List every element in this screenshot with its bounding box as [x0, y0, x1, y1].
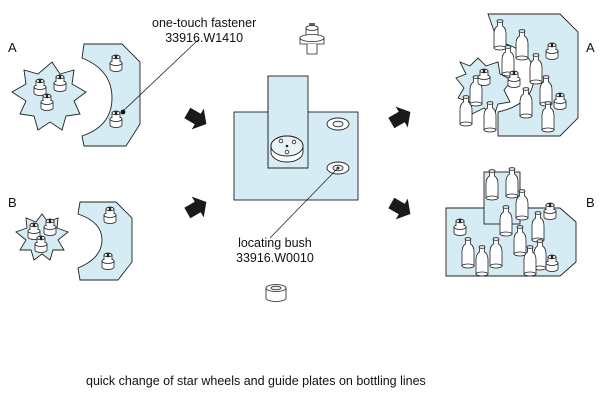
fastener-leader-line — [121, 39, 199, 113]
bush-leader-line — [269, 167, 339, 239]
assembly-a — [455, 13, 579, 137]
locating-bush-icon — [265, 284, 287, 302]
fastener-part-number: 33916.W1410 — [165, 31, 244, 45]
fastener-name: one-touch fastener — [152, 16, 257, 30]
one-touch-fastener-icon — [299, 23, 325, 55]
figure-caption: quick change of star wheels and guide pl… — [86, 374, 426, 388]
arrow-icon — [181, 102, 213, 135]
bush-name: locating bush — [238, 236, 312, 250]
star-wheel-b — [15, 213, 69, 261]
mounting-detail — [233, 75, 359, 201]
fastener-callout: one-touch fastener 33916.W1410 — [152, 16, 256, 46]
guide-plate-a — [81, 43, 141, 147]
row-a-label-right: A — [586, 40, 595, 55]
guide-plate-b — [77, 201, 133, 281]
bush-part-number: 33916.W0010 — [236, 251, 314, 265]
arrow-icon — [385, 192, 417, 225]
row-b-label-right: B — [586, 195, 595, 210]
bush-callout: locating bush 33916.W0010 — [236, 236, 314, 266]
arrow-icon — [385, 101, 417, 134]
assembly-b — [445, 167, 577, 277]
star-wheel-a — [11, 61, 87, 131]
row-b-label-left: B — [8, 195, 17, 210]
row-a-label-left: A — [8, 40, 17, 55]
arrow-icon — [181, 191, 213, 224]
